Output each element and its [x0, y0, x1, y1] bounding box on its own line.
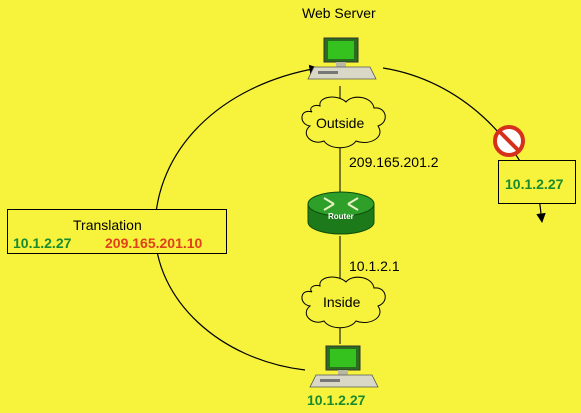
prohibited-icon: [493, 125, 525, 157]
translation-title: Translation: [73, 217, 142, 233]
translation-box: Translation 10.1.2.27 209.165.201.10: [7, 209, 227, 254]
inside-interface-address: 10.1.2.1: [349, 258, 400, 274]
inside-cloud-label: Inside: [323, 294, 361, 310]
translation-from-address: 10.1.2.27: [13, 235, 72, 251]
inside-cloud-icon: [301, 276, 386, 329]
host-address-label: 10.1.2.27: [307, 392, 366, 408]
outside-interface-address: 209.165.201.2: [349, 154, 439, 170]
web-server-computer-icon: [307, 37, 377, 80]
blocked-address: 10.1.2.27: [505, 176, 564, 192]
blocked-address-box: 10.1.2.27: [498, 160, 576, 204]
router-label: Router: [328, 212, 354, 221]
outside-cloud-icon: [301, 96, 386, 149]
host-computer-icon: [309, 345, 379, 388]
router-icon: [307, 191, 375, 235]
outside-cloud-label: Outside: [316, 115, 365, 131]
translation-to-address: 209.165.201.10: [105, 235, 203, 251]
web-server-label: Web Server: [302, 5, 376, 21]
